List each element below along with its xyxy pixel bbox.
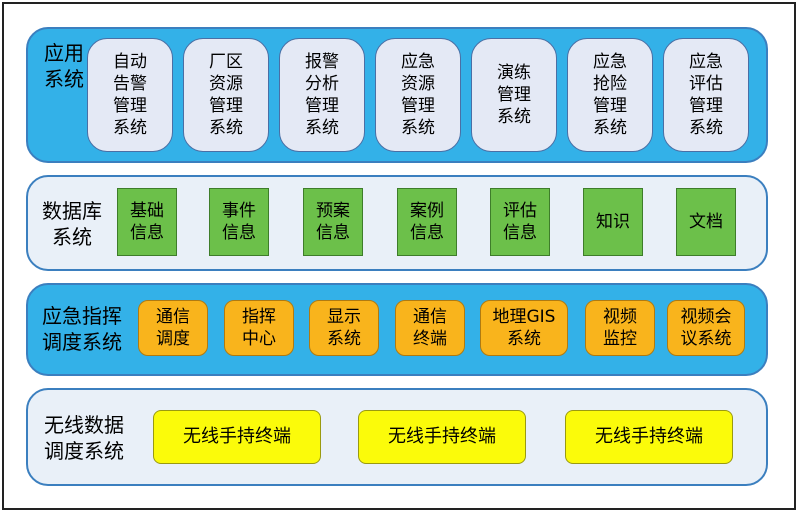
terminal-item-1: 无线手持终端	[153, 410, 321, 464]
app-item-1: 自动 告警 管理 系统	[87, 38, 173, 152]
cmd-item-6: 视频 监控	[585, 300, 655, 356]
wireless-layer-title: 无线数据 调度系统	[44, 413, 124, 463]
db-item-4: 案例 信息	[397, 188, 457, 256]
command-layer-title: 应急指挥 调度系统	[42, 304, 122, 354]
cmd-item-1: 通信 调度	[138, 300, 208, 356]
app-item-2: 厂区 资源 管理 系统	[183, 38, 269, 152]
db-item-5: 评估 信息	[490, 188, 550, 256]
cmd-item-4: 通信 终端	[395, 300, 465, 356]
app-layer-title: 应用 系统	[44, 41, 84, 91]
cmd-item-5: 地理GIS 系统	[480, 300, 568, 356]
app-item-4: 应急 资源 管理 系统	[375, 38, 461, 152]
cmd-item-3: 显示 系统	[309, 300, 379, 356]
app-item-5: 演练 管理 系统	[471, 38, 557, 152]
app-item-7: 应急 评估 管理 系统	[663, 38, 749, 152]
app-item-3: 报警 分析 管理 系统	[279, 38, 365, 152]
cmd-item-7: 视频会 议系统	[667, 300, 745, 356]
db-item-3: 预案 信息	[303, 188, 363, 256]
db-item-7: 文档	[676, 188, 736, 256]
terminal-item-3: 无线手持终端	[565, 410, 733, 464]
app-item-6: 应急 抢险 管理 系统	[567, 38, 653, 152]
database-layer-title: 数据库 系统	[42, 199, 102, 249]
db-item-1: 基础 信息	[117, 188, 177, 256]
terminal-item-2: 无线手持终端	[358, 410, 526, 464]
cmd-item-2: 指挥 中心	[224, 300, 294, 356]
db-item-2: 事件 信息	[209, 188, 269, 256]
db-item-6: 知识	[583, 188, 643, 256]
